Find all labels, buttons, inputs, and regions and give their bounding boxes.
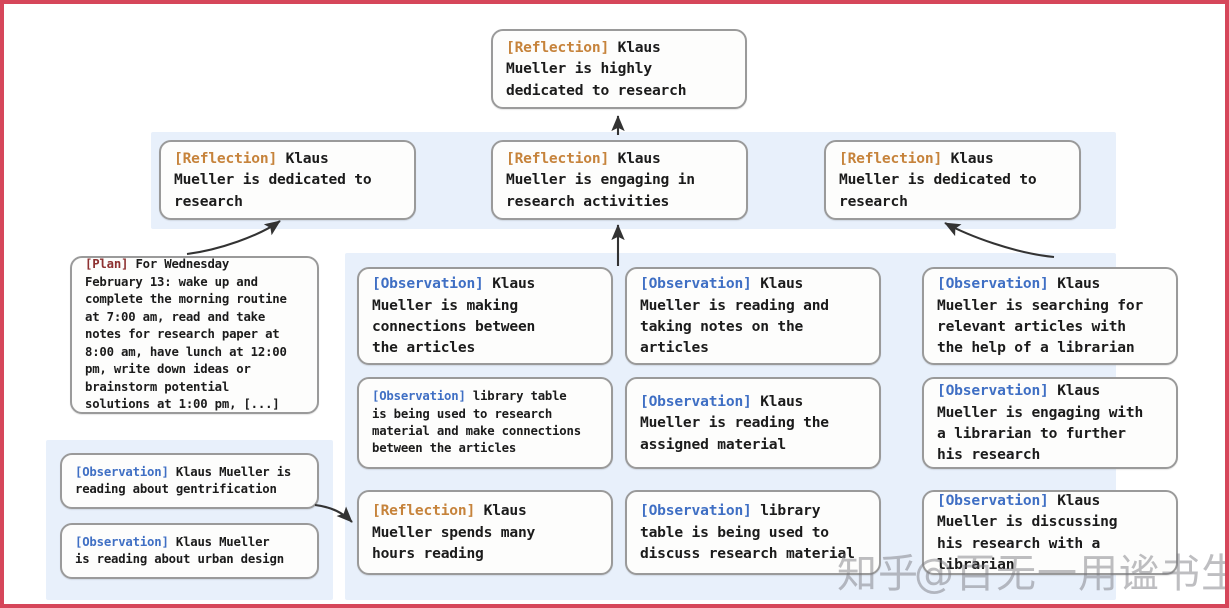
node-body: Klaus Mueller is dedicated to research xyxy=(839,149,1037,210)
tag-reflection: [Reflection] xyxy=(174,149,278,167)
node-body: Klaus Mueller is reading and taking note… xyxy=(640,275,829,357)
node-col3-observation-2[interactable]: [Observation] Klaus Mueller is engaging … xyxy=(922,377,1178,469)
node-body: library table is being used to research … xyxy=(372,389,581,456)
node-text: [Observation] Klaus Mueller is making co… xyxy=(359,273,548,359)
node-body: Klaus Mueller is dedicated to research xyxy=(174,149,372,210)
tag-plan: [Plan] xyxy=(85,257,129,272)
node-body: Klaus Mueller is reading about gentrific… xyxy=(75,464,292,496)
node-text: [Observation] Klaus Mueller is searching… xyxy=(924,273,1156,359)
node-text: [Observation] Klaus Mueller is reading a… xyxy=(627,273,842,359)
node-text: [Reflection] Klaus Mueller is dedicated … xyxy=(826,148,1049,212)
tag-observation: [Observation] xyxy=(75,464,169,479)
node-body: Klaus Mueller is searching for relevant … xyxy=(937,275,1144,357)
node-text: [Reflection] Klaus Mueller is highly ded… xyxy=(493,37,699,101)
tag-observation: [Observation] xyxy=(640,392,752,410)
node-text: [Observation] Klaus Mueller is engaging … xyxy=(924,380,1156,466)
tag-observation: [Observation] xyxy=(937,275,1049,293)
node-text: [Reflection] Klaus Mueller spends many h… xyxy=(359,500,548,564)
node-body: library table is being used to discuss r… xyxy=(640,502,855,563)
node-body: Klaus Mueller is highly dedicated to res… xyxy=(506,38,687,99)
node-reflection-3[interactable]: [Reflection] Klaus Mueller is dedicated … xyxy=(824,140,1081,220)
node-left-observation-1[interactable]: [Observation] Klaus Mueller is reading a… xyxy=(60,453,319,509)
node-text: [Observation] Klaus Mueller is discussin… xyxy=(924,490,1130,576)
tag-observation: [Observation] xyxy=(75,534,169,549)
node-body: Klaus Mueller is reading about urban des… xyxy=(75,534,284,566)
node-body: For Wednesday February 13: wake up and c… xyxy=(85,257,287,412)
node-text: [Observation] library table is being use… xyxy=(359,388,594,458)
node-text: [Observation] Klaus Mueller is reading a… xyxy=(62,464,304,499)
node-body: Klaus Mueller spends many hours reading xyxy=(372,502,536,563)
tag-observation: [Observation] xyxy=(640,275,752,293)
node-col1-reflection[interactable]: [Reflection] Klaus Mueller spends many h… xyxy=(357,490,613,575)
node-left-observation-2[interactable]: [Observation] Klaus Mueller is reading a… xyxy=(60,523,319,579)
node-reflection-1[interactable]: [Reflection] Klaus Mueller is dedicated … xyxy=(159,140,416,220)
node-body: Klaus Mueller is discussing his research… xyxy=(937,491,1118,573)
watermark-handle: @百无一用谧书生 xyxy=(914,551,1229,597)
tag-observation: [Observation] xyxy=(937,491,1049,509)
tag-observation: [Observation] xyxy=(640,502,752,520)
node-col3-observation-1[interactable]: [Observation] Klaus Mueller is searching… xyxy=(922,267,1178,365)
node-body: Klaus Mueller is making connections betw… xyxy=(372,275,536,357)
node-text: [Observation] library table is being use… xyxy=(627,500,868,564)
tag-reflection: [Reflection] xyxy=(506,149,610,167)
node-text: [Reflection] Klaus Mueller is dedicated … xyxy=(161,148,384,212)
node-root-reflection[interactable]: [Reflection] Klaus Mueller is highly ded… xyxy=(491,29,747,109)
tag-reflection: [Reflection] xyxy=(506,38,610,56)
node-col1-observation-2[interactable]: [Observation] library table is being use… xyxy=(357,377,613,469)
tag-reflection: [Reflection] xyxy=(839,149,943,167)
tag-reflection: [Reflection] xyxy=(372,502,476,520)
node-col1-observation-1[interactable]: [Observation] Klaus Mueller is making co… xyxy=(357,267,613,365)
node-text: [Plan] For Wednesday February 13: wake u… xyxy=(72,256,300,413)
node-col3-observation-3[interactable]: [Observation] Klaus Mueller is discussin… xyxy=(922,490,1178,575)
node-col2-observation-1[interactable]: [Observation] Klaus Mueller is reading a… xyxy=(625,267,881,365)
watermark-logo: 知乎 xyxy=(837,551,919,597)
node-plan[interactable]: [Plan] For Wednesday February 13: wake u… xyxy=(70,256,319,414)
node-col2-observation-2[interactable]: [Observation] Klaus Mueller is reading t… xyxy=(625,377,881,469)
node-body: Klaus Mueller is engaging with a librari… xyxy=(937,382,1144,464)
tag-observation: [Observation] xyxy=(937,382,1049,400)
tag-observation: [Observation] xyxy=(372,275,484,293)
node-reflection-2[interactable]: [Reflection] Klaus Mueller is engaging i… xyxy=(491,140,748,220)
node-text: [Reflection] Klaus Mueller is engaging i… xyxy=(493,148,708,212)
node-body: Klaus Mueller is reading the assigned ma… xyxy=(640,392,829,453)
node-text: [Observation] Klaus Mueller is reading t… xyxy=(627,391,842,455)
node-col2-observation-3[interactable]: [Observation] library table is being use… xyxy=(625,490,881,575)
tag-observation: [Observation] xyxy=(372,389,466,404)
node-text: [Observation] Klaus Mueller is reading a… xyxy=(62,534,297,569)
node-body: Klaus Mueller is engaging in research ac… xyxy=(506,149,695,210)
